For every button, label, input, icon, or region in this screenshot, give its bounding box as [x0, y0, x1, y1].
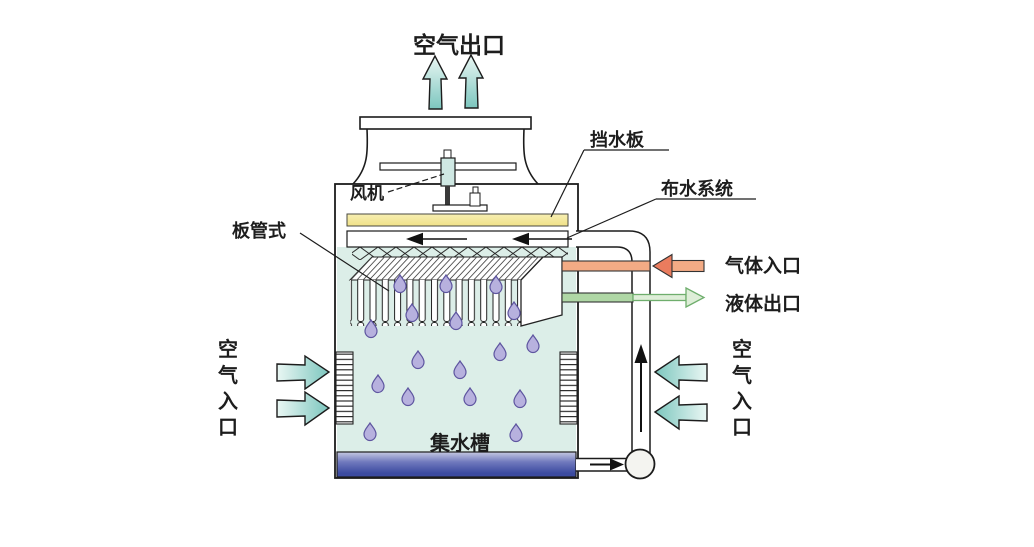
up-arrow [457, 53, 485, 109]
label-air-inlet-right: 空 气 入 口 [731, 337, 752, 439]
water-baffle-bar [346, 213, 569, 227]
plate-tube-exchanger [348, 256, 563, 327]
plate-tube-leader [299, 232, 390, 292]
baffle-leader [550, 149, 585, 218]
right-arrow [276, 354, 331, 391]
left-arrow [653, 354, 708, 391]
label-fan: 风机 [350, 183, 384, 204]
gas-inlet-pipe [561, 253, 705, 279]
motor-base [432, 204, 488, 212]
pipe-body [576, 231, 650, 452]
air-inlet-char: 气 [731, 363, 752, 387]
air-inlet-char: 口 [218, 415, 238, 439]
motor [469, 192, 481, 207]
air-inlet-char: 气 [217, 363, 238, 387]
left-arrow [653, 394, 708, 431]
pipe-up-arrow [634, 344, 648, 432]
label-water-baffle: 挡水板 [590, 129, 645, 151]
water-distribution-bar [346, 230, 572, 248]
air-inlet-arrows-right [653, 354, 708, 431]
louvers [335, 351, 578, 425]
air-outlet-arrows [421, 53, 485, 110]
gas-inlet-arrow [651, 253, 673, 279]
flow-right-arrow [610, 458, 624, 471]
basin-outlet-pipe [576, 457, 627, 472]
label-water-collection-tank: 集水槽 [429, 431, 490, 455]
circulation-pipe [576, 230, 656, 480]
liquid-outlet-pipe [561, 286, 706, 309]
leader-lines [299, 149, 756, 292]
flow-left-arrow [406, 232, 423, 246]
pump [624, 448, 656, 480]
label-air-inlet-left: 空 气 入 口 [217, 337, 238, 439]
label-plate-tube: 板管式 [232, 220, 286, 242]
flow-left-arrow [512, 232, 529, 246]
liquid-outlet-arrow [685, 286, 706, 309]
right-arrow [276, 390, 331, 427]
label-gas-inlet: 气体入口 [724, 254, 801, 277]
basin-water [336, 451, 577, 478]
fan-leader [387, 173, 445, 193]
fan-assembly [379, 149, 517, 212]
air-inlet-char: 入 [732, 389, 752, 413]
air-inlet-char: 空 [732, 337, 752, 361]
air-inlet-char: 空 [218, 337, 238, 361]
label-water-distribution: 布水系统 [661, 178, 733, 200]
fan-shaft [445, 186, 450, 206]
air-inlet-arrows-left [276, 354, 331, 427]
label-air-outlet: 空气出口 [413, 32, 505, 59]
air-inlet-char: 口 [732, 415, 752, 439]
distribution-leader [566, 198, 657, 239]
air-inlet-char: 入 [218, 389, 238, 413]
label-liquid-outlet: 液体出口 [725, 292, 801, 315]
fan-hub [440, 157, 456, 187]
fan-housing [352, 116, 539, 212]
exchanger-header-box [520, 256, 563, 327]
fan-stack-cap [359, 116, 532, 130]
up-arrow [421, 54, 449, 110]
